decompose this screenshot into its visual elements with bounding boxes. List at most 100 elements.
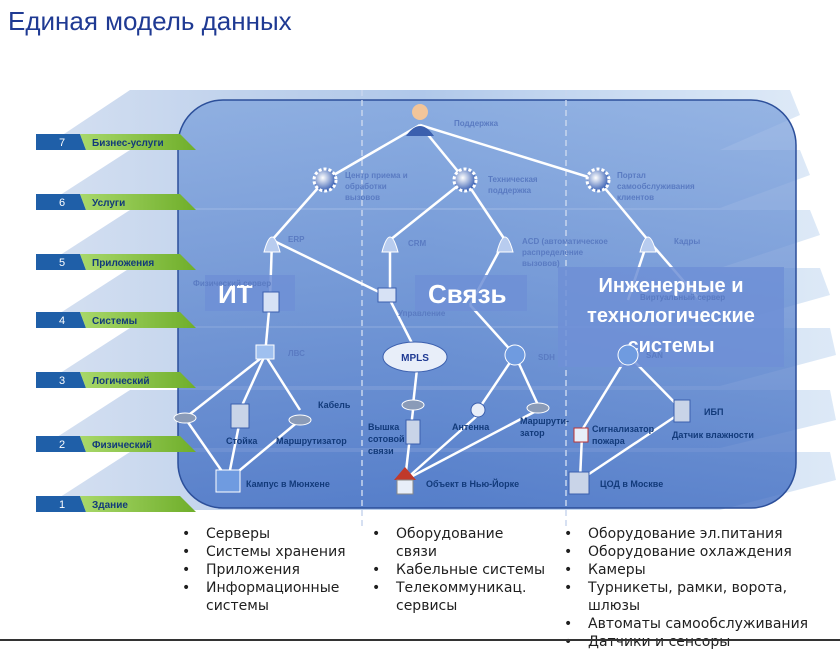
list-item: Оборудование эл.питания (564, 525, 840, 543)
layer-tab-4: 4 Системы (36, 312, 196, 328)
house-icon (394, 467, 416, 495)
crm-label: CRM (408, 239, 427, 248)
svg-text:Логический: Логический (92, 376, 150, 387)
router-icon (288, 414, 312, 426)
acd-label: ACD (автоматическое распределение вызово… (522, 237, 610, 268)
tower-icon (405, 419, 421, 445)
section-eng-box (558, 267, 784, 367)
section-eng-line2: технологические (587, 305, 755, 327)
bottom-divider (0, 639, 840, 641)
router-icon (173, 412, 197, 424)
list-item: Оборудование связи (372, 525, 506, 561)
layer-tabs: 7 Бизнес-услуги 6 Услуги 5 Приложения 4 … (36, 134, 196, 512)
list-item: Телекоммуникац. сервисы (372, 579, 546, 615)
virtual-server-label: Виртуальный сервер (640, 293, 725, 302)
mpls-label: MPLS (401, 353, 429, 364)
router-icon (401, 399, 425, 411)
kabel-label: Кабель (318, 400, 351, 410)
app-cone-icon (496, 236, 514, 253)
list-item: Кабельные системы (372, 561, 546, 579)
list-item: Системы хранения (182, 543, 346, 561)
ibp-label: ИБП (704, 407, 723, 417)
svg-text:7: 7 (59, 137, 65, 149)
svg-text:3: 3 (59, 375, 65, 387)
page-title: Единая модель данных (8, 6, 292, 36)
datchik-label: Датчик влажности (672, 430, 754, 440)
layer-tab-5: 5 Приложения (36, 254, 196, 270)
list-item: Турникеты, рамки, ворота, шлюзы (564, 579, 840, 615)
gear-icon (585, 167, 611, 193)
list-item: Серверы (182, 525, 346, 543)
app-cone-icon (639, 236, 657, 253)
kadry-label: Кадры (674, 237, 700, 246)
svg-text:Физический: Физический (92, 440, 152, 451)
list-it: Серверы Системы хранения Приложения Инфо… (180, 525, 346, 615)
erp-label: ERP (288, 235, 305, 244)
san-label: SAN (646, 351, 663, 360)
server-icon (262, 291, 280, 313)
svg-text:Бизнес-услуги: Бизнес-услуги (92, 138, 164, 149)
fire-alarm-icon (573, 427, 589, 443)
section-eng-line1: Инженерные и (598, 275, 743, 297)
list-item: Автоматы самообслуживания (564, 615, 840, 633)
person-icon (406, 104, 434, 136)
layer-tab-2: 2 Физический (36, 436, 196, 452)
list-eng: Оборудование эл.питания Оборудование охл… (562, 525, 840, 651)
antenna-label: Антенна (452, 422, 490, 432)
list-item: Информационные системы (182, 579, 341, 615)
marshrutizator-label: Маршрутизатор (276, 436, 347, 446)
section-it-label: ИТ (218, 279, 253, 309)
list-svyaz: Оборудование связи Кабельные системы Тел… (370, 525, 546, 615)
list-item: Камеры (564, 561, 840, 579)
globe-icon (504, 344, 526, 366)
section-svyaz-box (415, 275, 527, 311)
layer-tab-3: 3 Логический (36, 372, 196, 388)
svg-text:6: 6 (59, 197, 65, 209)
antenna-icon (470, 402, 486, 418)
router-icon (526, 402, 550, 414)
cloud-icon (382, 341, 448, 373)
gear-icon (452, 167, 478, 193)
list-item: Оборудование охлаждения (564, 543, 840, 561)
section-eng-line3: системы (627, 335, 714, 357)
monitor-icon (377, 287, 397, 303)
svg-text:Системы: Системы (92, 316, 137, 327)
gear-icon (312, 167, 338, 193)
call-center-label: Центр приема и обработки вызовов (345, 171, 410, 202)
svg-text:5: 5 (59, 257, 65, 269)
section-svyaz-label: Связь (428, 279, 507, 309)
svg-text:Здание: Здание (92, 500, 128, 511)
app-cone-icon (263, 236, 281, 253)
list-item: Приложения (182, 561, 346, 579)
signalizator-label: Сигнализатор пожара (592, 424, 657, 446)
svg-text:1: 1 (59, 499, 65, 511)
layer-tab-6: 6 Услуги (36, 194, 196, 210)
svg-text:Приложения: Приложения (92, 258, 154, 269)
tech-support-label: Техническая поддержка (488, 175, 540, 195)
building-icon (568, 471, 590, 495)
marshrutizator2-label: Маршрути- затор (520, 416, 572, 438)
svg-text:4: 4 (59, 315, 65, 327)
campus-icon (215, 469, 241, 493)
vyshka-label: Вышка сотовой связи (368, 422, 407, 456)
upravlenie-label: Управление (398, 309, 446, 318)
lvs-label: ЛВС (288, 349, 305, 358)
svg-text:2: 2 (59, 439, 65, 451)
network-icon (255, 344, 275, 360)
app-cone-icon (381, 236, 399, 253)
rack-icon (230, 403, 250, 429)
tsod-label: ЦОД в Москве (600, 479, 663, 489)
connector-lines (183, 123, 701, 482)
layer-tab-1: 1 Здание (36, 496, 196, 512)
list-item: Датчики и сенсоры (564, 633, 840, 651)
kampus-label: Кампус в Мюнхене (246, 479, 330, 489)
portal-label: Портал самообслуживания клиентов (617, 171, 697, 202)
svg-text:Услуги: Услуги (92, 198, 125, 209)
section-it-box (205, 275, 295, 311)
layer-tab-7: 7 Бизнес-услуги (36, 134, 196, 150)
globe-icon (617, 344, 639, 366)
sdh-label: SDH (538, 353, 555, 362)
stoyka-label: Стойка (226, 436, 258, 446)
obekt-label: Объект в Нью-Йорке (426, 478, 519, 489)
